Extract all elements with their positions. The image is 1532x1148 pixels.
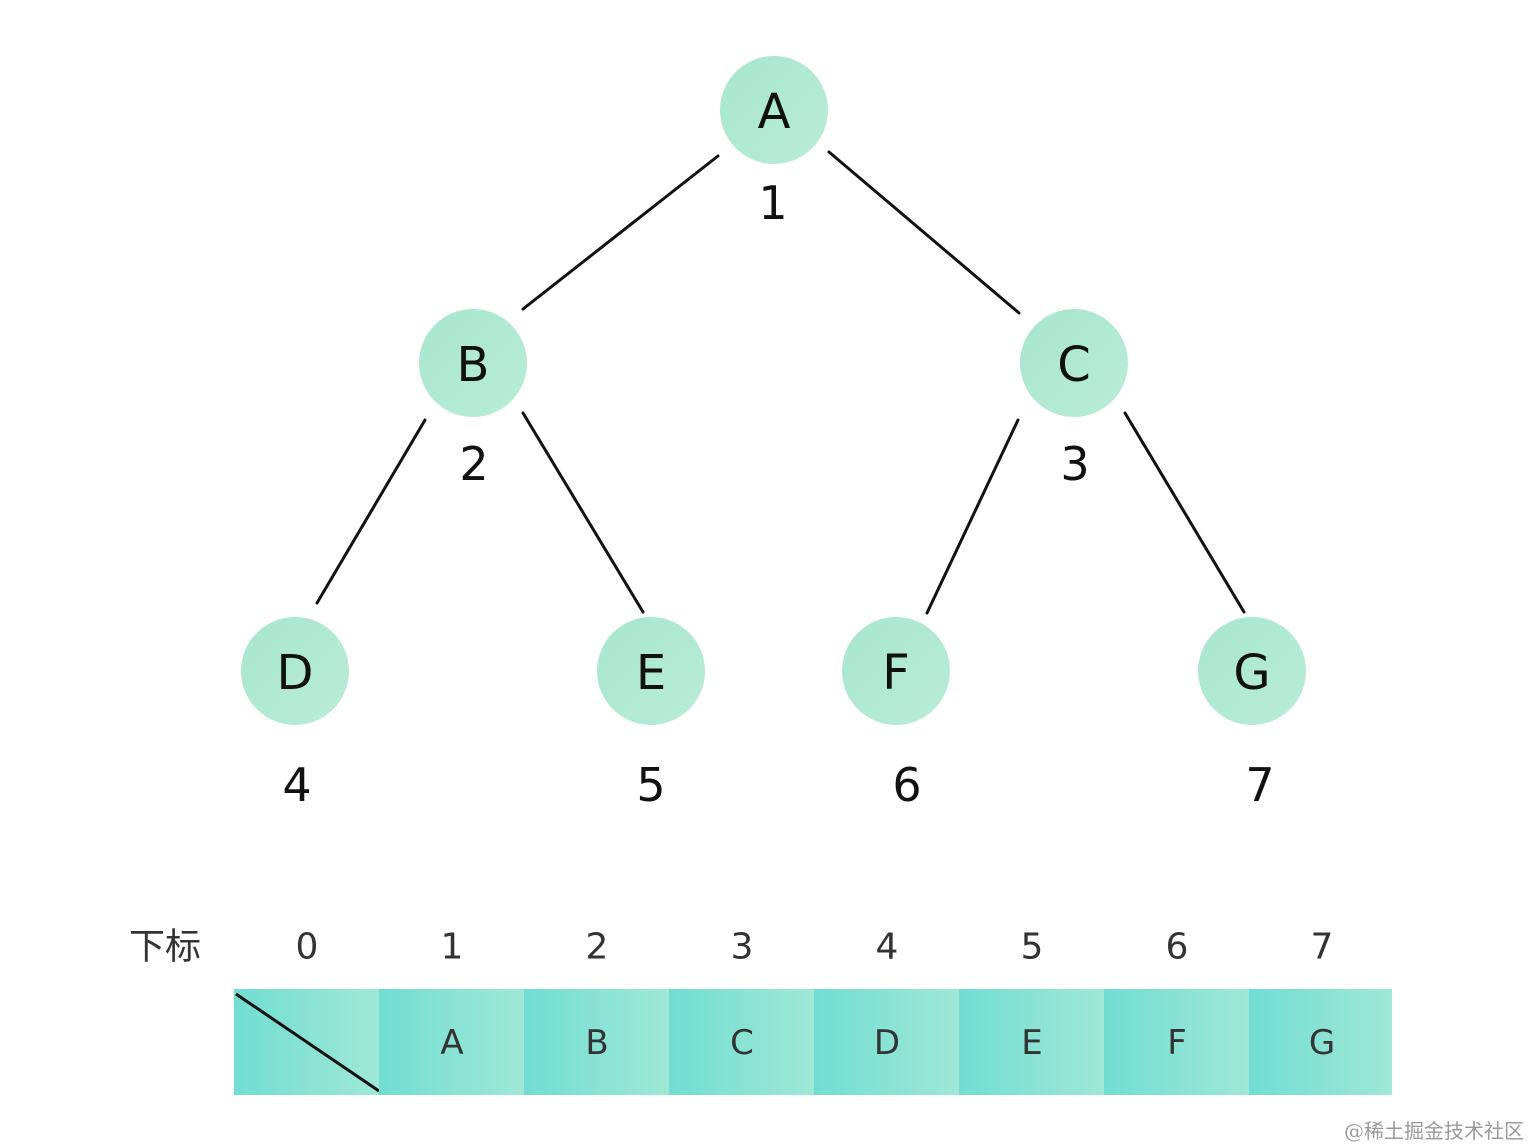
tree-node: F 6 (842, 617, 950, 812)
edge-c-f (925, 418, 1020, 615)
node-circle (720, 56, 828, 164)
array-cell: C (669, 989, 815, 1095)
edge-b-e (521, 411, 645, 614)
array-cells: A B C D E F G (234, 989, 1392, 1095)
node-label: F (882, 645, 910, 701)
node-label: D (277, 645, 314, 701)
array-cell-bg (379, 989, 525, 1095)
array-cell: D (814, 989, 960, 1095)
tree-node: A 1 (720, 56, 828, 230)
tree-node: E 5 (597, 617, 705, 812)
node-circle (842, 617, 950, 725)
node-index: 3 (1060, 437, 1089, 491)
edge-a-b (521, 154, 720, 311)
array-cell: B (524, 989, 670, 1095)
tree-edges (315, 150, 1246, 615)
array-index: 4 (876, 927, 899, 968)
array-cell-label: B (585, 1023, 608, 1063)
node-index: 1 (758, 176, 787, 230)
array-cell-label: C (730, 1023, 754, 1063)
node-circle (241, 617, 349, 725)
array-cell-bg (814, 989, 960, 1095)
node-circle (1198, 617, 1306, 725)
edge-b-d (315, 418, 427, 605)
tree-node: D 4 (241, 617, 349, 812)
array-cell: G (1249, 989, 1392, 1095)
array-index: 1 (441, 927, 464, 968)
tree-node: B 2 (419, 309, 527, 491)
tree-node: C 3 (1020, 309, 1128, 491)
tree-nodes: A 1 B 2 C 3 D 4 E 5 F 6 G (241, 56, 1306, 812)
node-circle (419, 309, 527, 417)
array-cell: A (379, 989, 525, 1095)
array-header: 下标 0 1 2 3 4 5 6 7 (129, 927, 1333, 968)
array-cell-bg (1104, 989, 1250, 1095)
tree-node: G 7 (1198, 617, 1306, 812)
edge-c-g (1123, 411, 1246, 614)
node-label: B (457, 337, 490, 393)
array-cell: E (959, 989, 1105, 1095)
array-cell-label: G (1309, 1023, 1335, 1063)
array-index: 7 (1311, 927, 1334, 968)
array-cell-bg (524, 989, 670, 1095)
node-label: A (758, 84, 791, 140)
node-index: 6 (892, 758, 921, 812)
array-index: 3 (731, 927, 754, 968)
array-index: 5 (1021, 927, 1044, 968)
node-index: 5 (636, 758, 665, 812)
empty-cell-diagonal (235, 992, 380, 1093)
node-label: C (1057, 337, 1091, 393)
array-cell: F (1104, 989, 1250, 1095)
node-index: 7 (1245, 758, 1274, 812)
node-label: G (1233, 645, 1270, 701)
array-cell-label: D (874, 1023, 900, 1063)
node-label: E (636, 645, 666, 701)
array-index: 2 (586, 927, 609, 968)
array-cell-bg (959, 989, 1105, 1095)
node-index: 4 (282, 758, 311, 812)
array-index-title: 下标 (129, 927, 201, 968)
array-cell-label: F (1167, 1023, 1187, 1063)
edge-a-c (827, 150, 1021, 315)
array-index: 6 (1166, 927, 1189, 968)
array-cell-empty (234, 989, 380, 1095)
array-cell-bg (669, 989, 815, 1095)
array-cell-bg (1249, 989, 1392, 1095)
watermark-text: @稀土掘金技术社区 (1344, 1119, 1524, 1143)
node-circle (1020, 309, 1128, 417)
node-circle (597, 617, 705, 725)
array-index: 0 (296, 927, 319, 968)
array-cell-label: E (1021, 1023, 1042, 1063)
node-index: 2 (459, 437, 488, 491)
array-cell-label: A (440, 1023, 463, 1063)
